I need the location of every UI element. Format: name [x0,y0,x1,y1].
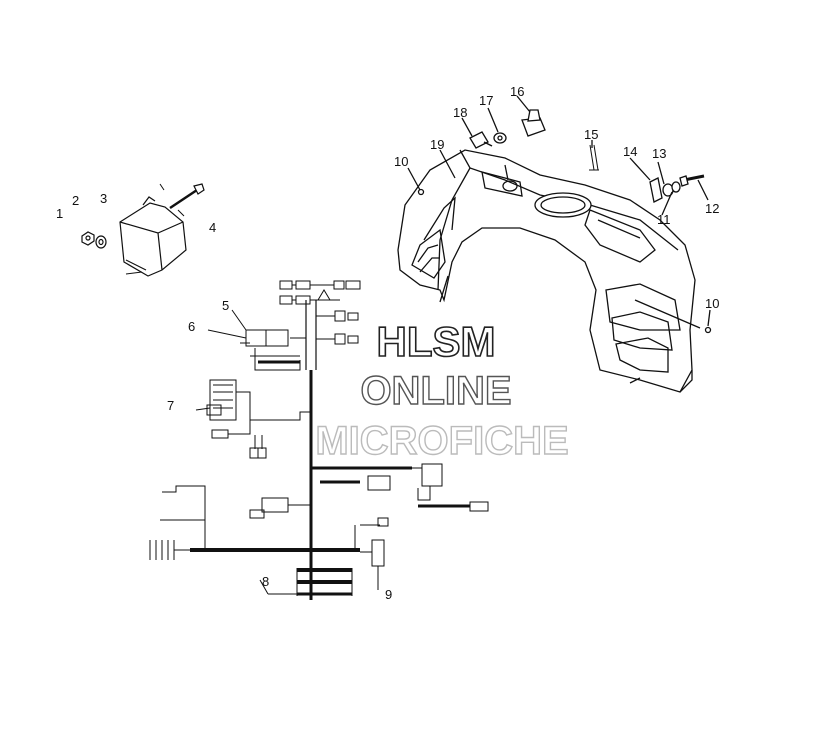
clip-part-18 [469,131,489,149]
callout-17: 17 [479,93,493,108]
callout-14: 14 [623,144,637,159]
callout-5: 5 [222,298,229,313]
callout-9: 9 [385,587,392,602]
connector-part-7 [209,379,237,421]
callout-8: 8 [262,574,269,589]
bracket-part-14 [649,177,663,203]
watermark: HLSM ONLINE MICROFICHE [315,317,570,464]
callout-6: 6 [188,319,195,334]
callout-13: 13 [652,146,666,161]
callout-15: 15 [584,127,598,142]
module-assembly [81,183,205,277]
callout-18: 18 [453,105,467,120]
nut-part-17 [493,132,507,144]
nut-part-11 [671,181,681,193]
connector-part-9 [371,539,385,567]
fairing-assembly [397,95,712,393]
screw-part-10-top [417,188,425,196]
washer-part-2 [95,235,107,249]
bolt-part-4 [169,188,198,210]
callout-1: 1 [56,206,63,221]
callout-4: 4 [209,220,216,235]
watermark-line-1: HLSM [377,318,496,365]
screw-part-10-right [704,326,712,334]
callout-10-right: 10 [705,296,719,311]
callout-3: 3 [100,191,107,206]
watermark-line-2: ONLINE [360,369,511,413]
nut-part-1 [81,231,95,246]
fairing-part-19 [397,149,696,393]
wiring-harness [149,280,489,600]
callout-12: 12 [705,201,719,216]
relay-part-5 [245,329,267,347]
callout-11: 11 [657,212,671,227]
callout-16: 16 [510,84,524,99]
callout-2: 2 [72,193,79,208]
callout-19: 19 [430,137,444,152]
callout-labels: 1 2 3 4 5 6 7 8 9 10 10 11 12 13 14 15 1… [56,84,719,602]
watermark-line-3: MICROFICHE [315,419,568,463]
module-part-3 [119,202,187,277]
callout-10-top: 10 [394,154,408,169]
callout-7: 7 [167,398,174,413]
